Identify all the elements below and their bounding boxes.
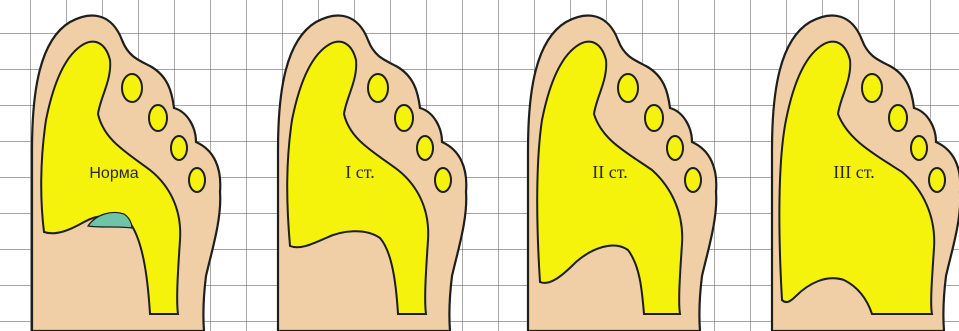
toe-print-2	[645, 105, 663, 131]
toe-print-1	[862, 74, 882, 102]
toe-print-4	[435, 168, 451, 192]
stage-label-1: I ст.	[345, 162, 375, 182]
toe-print-3	[911, 136, 927, 160]
toe-print-4	[685, 168, 701, 192]
toe-print-2	[395, 105, 413, 131]
toe-print-3	[667, 136, 683, 160]
stage-label-3: III ст.	[833, 162, 874, 182]
toe-print-3	[417, 136, 433, 160]
toe-print-4	[189, 168, 205, 192]
toe-print-2	[149, 105, 167, 131]
stage-label-0: Норма	[89, 165, 138, 182]
toe-print-4	[929, 168, 945, 192]
toe-print-1	[618, 74, 638, 102]
toe-print-3	[171, 136, 187, 160]
toe-print-1	[122, 74, 142, 102]
toe-print-1	[368, 74, 388, 102]
stage-label-2: II ст.	[592, 162, 628, 182]
toe-print-2	[889, 105, 907, 131]
